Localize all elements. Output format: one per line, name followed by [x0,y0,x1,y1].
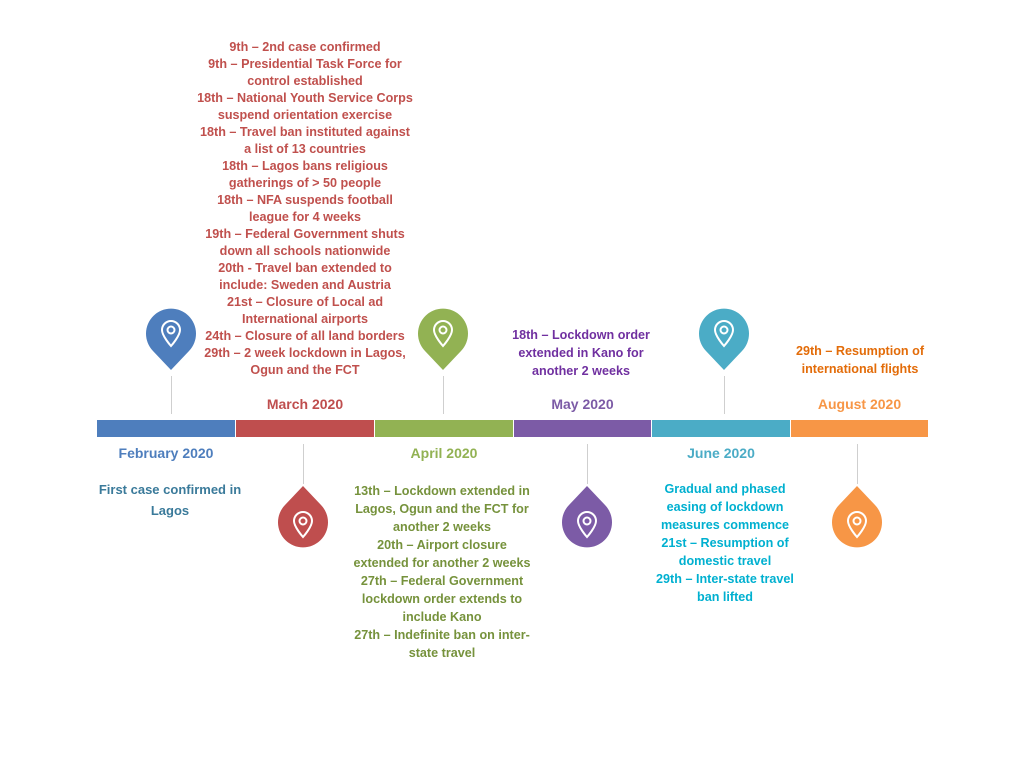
timeline-bar-march [236,420,374,437]
event-line: 27th – Indefinite ban on inter- [354,628,530,642]
events-march: 9th – 2nd case confirmed 9th – President… [180,39,430,379]
event-line: 13th – Lockdown extended in [354,484,530,498]
event-line: gatherings of > 50 people [228,176,382,190]
event-line: 29th – Inter-state travel [656,572,794,586]
connector-april [443,376,444,414]
event-line: 9th – Presidential Task Force for [208,57,402,71]
event-line: ban lifted [697,590,753,604]
timeline-bar-may [514,420,651,437]
timeline-bar-august [791,420,928,437]
month-label-march: March 2020 [266,396,344,412]
connector-august [857,444,858,484]
month-label-april: April 2020 [410,445,478,461]
event-line: extended for another 2 weeks [353,556,531,570]
event-line: domestic travel [678,554,772,568]
location-pin-icon-june [699,308,749,370]
event-line: 18th – Lockdown order [512,328,650,342]
event-line: control established [247,74,363,88]
events-august: 29th – Resumption of international fligh… [770,342,950,378]
event-line: measures commence [660,518,790,532]
event-line: league for 4 weeks [249,210,361,224]
event-line: lockdown order extends to [361,592,523,606]
event-line: 18th – NFA suspends football [217,193,393,207]
event-line: International airports [242,312,368,326]
connector-may [587,444,588,484]
month-label-february: February 2020 [118,445,214,461]
event-line: 19th – Federal Government shuts [205,227,405,241]
events-may: 18th – Lockdown order extended in Kano f… [486,326,676,380]
event-line: 29th – 2 week lockdown in Lagos, [204,346,406,360]
timeline-bar-february [97,420,235,437]
location-pin-icon-april [418,308,468,370]
location-pin-icon-august [832,486,882,548]
event-line: Ogun and the FCT [250,363,360,377]
event-line: state travel [408,646,476,660]
connector-june [724,376,725,414]
event-line: First case confirmed in [98,482,242,497]
event-line: another 2 weeks [393,520,491,534]
event-line: Gradual and phased [664,482,786,496]
event-line: 20th - Travel ban extended to [218,261,392,275]
event-line: easing of lockdown [666,500,784,514]
event-line: 9th – 2nd case confirmed [229,40,381,54]
event-line: 18th – Lagos bans religious [222,159,388,173]
event-line: include: Sweden and Austria [219,278,391,292]
month-label-june: June 2020 [687,445,755,461]
month-label-may: May 2020 [551,396,614,412]
location-pin-icon-may [562,486,612,548]
event-line: 27th – Federal Government [360,574,524,588]
event-line: international flights [801,362,919,376]
event-line: a list of 13 countries [244,142,366,156]
event-line: 20th – Airport closure [377,538,507,552]
events-february: First case confirmed in Lagos [70,479,270,521]
events-april: 13th – Lockdown extended in Lagos, Ogun … [322,482,562,662]
event-line: 24th – Closure of all land borders [205,329,405,343]
events-june: Gradual and phased easing of lockdown me… [630,480,820,606]
event-line: Lagos [150,503,190,518]
event-line: another 2 weeks [532,364,630,378]
timeline-bar-april [375,420,513,437]
location-pin-icon-march [278,486,328,548]
event-line: suspend orientation exercise [217,108,393,122]
event-line: down all schools nationwide [219,244,391,258]
location-pin-icon-february [146,308,196,370]
month-label-august: August 2020 [817,396,902,412]
event-line: 21st – Resumption of [661,536,789,550]
timeline-bar-june [652,420,790,437]
event-line: Lagos, Ogun and the FCT for [355,502,529,516]
event-line: include Kano [402,610,482,624]
event-line: 21st – Closure of Local ad [226,295,384,309]
event-line: extended in Kano for [518,346,644,360]
event-line: 18th – Travel ban instituted against [200,125,410,139]
event-line: 29th – Resumption of [795,344,925,358]
connector-march [303,444,304,484]
connector-february [171,376,172,414]
event-line: 18th – National Youth Service Corps [197,91,413,105]
